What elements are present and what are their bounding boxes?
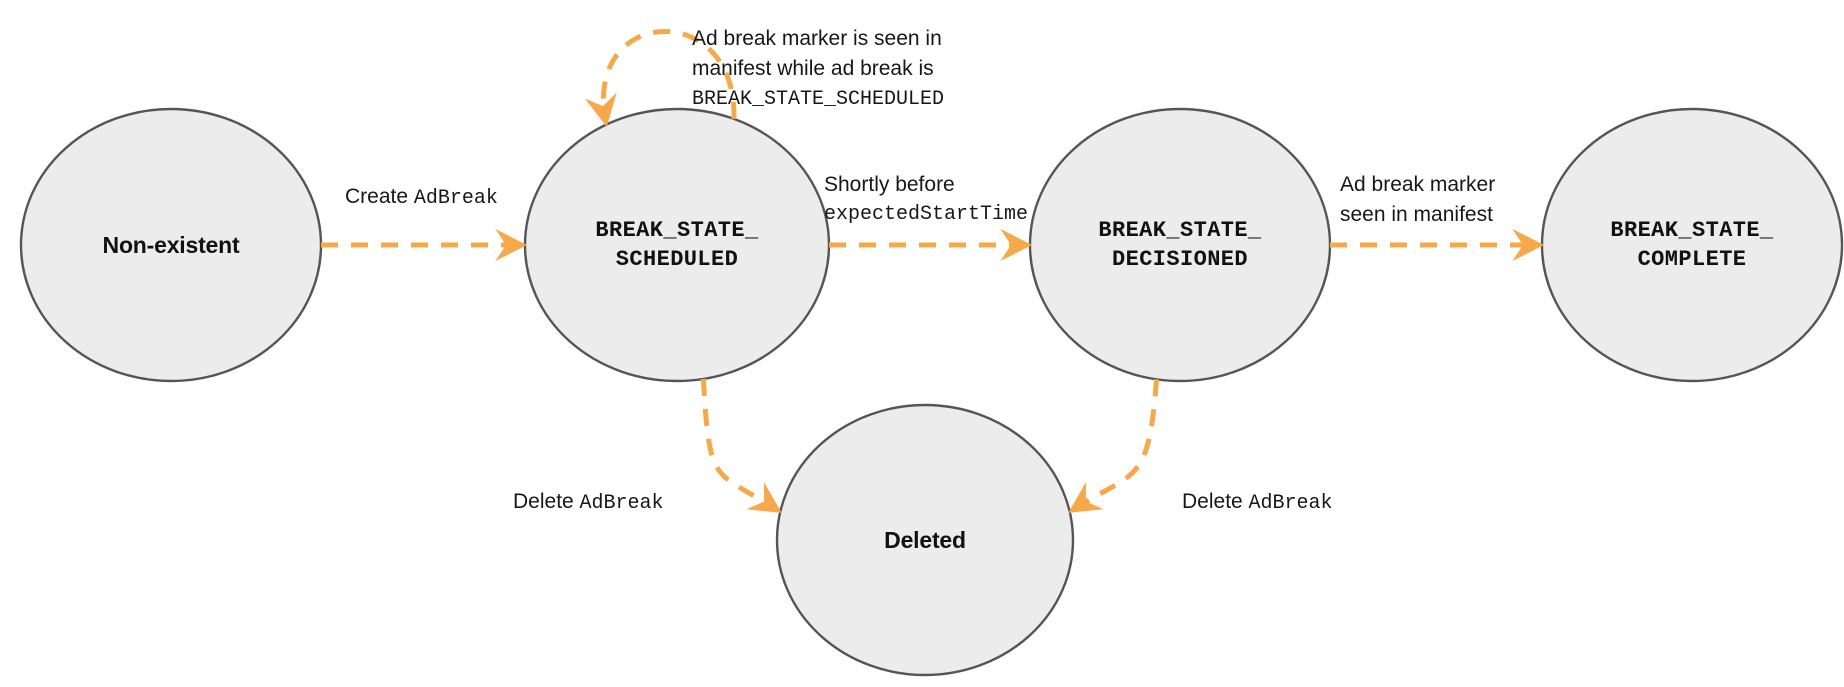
nodes-layer: [19, 107, 1844, 677]
state-node-break-state-scheduled[interactable]: [523, 107, 831, 383]
edge-delete-adbreak-from-scheduled[interactable]: [700, 378, 782, 513]
edge-ad-break-marker-seen-scheduled-self-loop[interactable]: [584, 28, 737, 127]
edge-delete-adbreak-from-decisioned[interactable]: [1068, 379, 1160, 513]
state-node-non-existent[interactable]: [19, 107, 323, 383]
state-node-break-state-decisioned[interactable]: [1028, 107, 1332, 383]
state-node-deleted[interactable]: [775, 403, 1075, 677]
edges-layer: [321, 28, 1545, 513]
state-node-break-state-complete[interactable]: [1540, 107, 1844, 383]
